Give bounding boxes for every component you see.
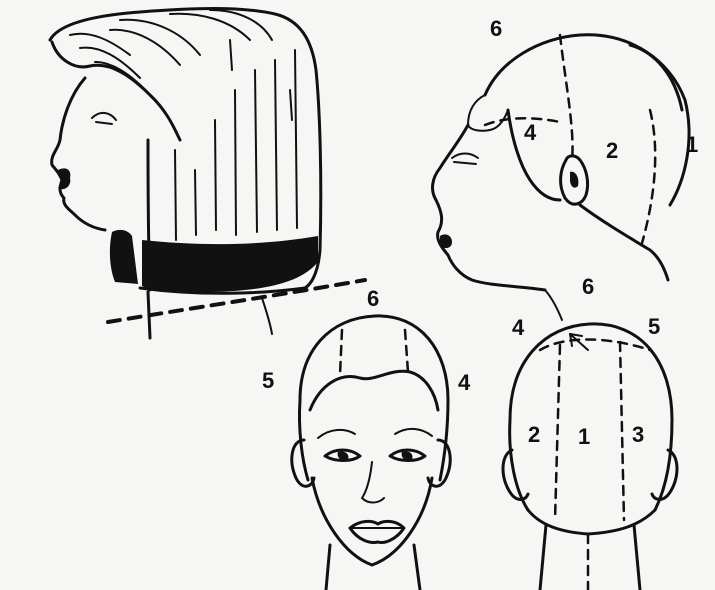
bob-haircut-profile-figure [50,9,365,339]
label-back-left: 4 [512,315,525,340]
label-side-top: 6 [490,16,502,41]
label-front-right: 4 [458,370,471,395]
label-back-top: 6 [582,274,594,299]
label-back-right: 5 [648,314,660,339]
label-back-zone-right: 3 [632,422,644,447]
label-side-crown: 4 [524,120,537,145]
front-view-face-figure [292,316,450,590]
label-side-back: 2 [606,138,618,163]
label-front-top: 6 [367,286,379,311]
label-back-zone-center: 1 [578,424,590,449]
label-back-zone-left: 2 [528,422,540,447]
side-view-zones-figure [433,35,690,320]
back-view-zones-figure [503,324,677,590]
label-side-edge: 1 [686,132,698,157]
label-front-left: 5 [262,368,274,393]
